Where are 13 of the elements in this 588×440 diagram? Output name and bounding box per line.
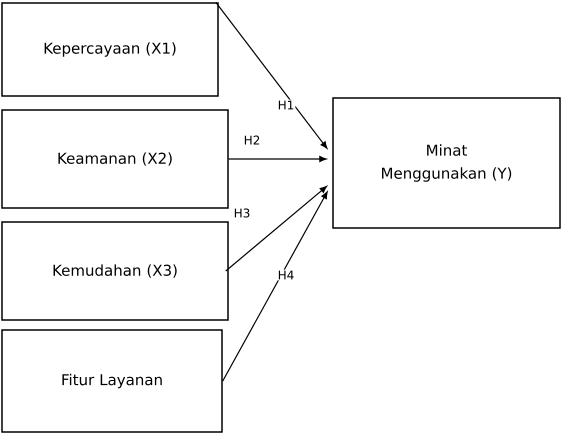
arrow	[215, 2, 328, 149]
box: Minat Menggunakan (Y)	[332, 97, 561, 229]
box: Kepercayaan (X1)	[1, 2, 219, 97]
arrow	[222, 192, 328, 382]
edge-label: H2	[242, 134, 262, 146]
box: Fitur Layanan	[1, 329, 223, 433]
arrow	[225, 186, 328, 272]
edge-label: H4	[276, 270, 296, 280]
edge-label: H1	[276, 100, 296, 110]
edge-label: H3	[232, 207, 252, 219]
box: Kemudahan (X3)	[1, 221, 229, 321]
arrow	[228, 156, 326, 162]
box: Keamanan (X2)	[1, 109, 229, 209]
